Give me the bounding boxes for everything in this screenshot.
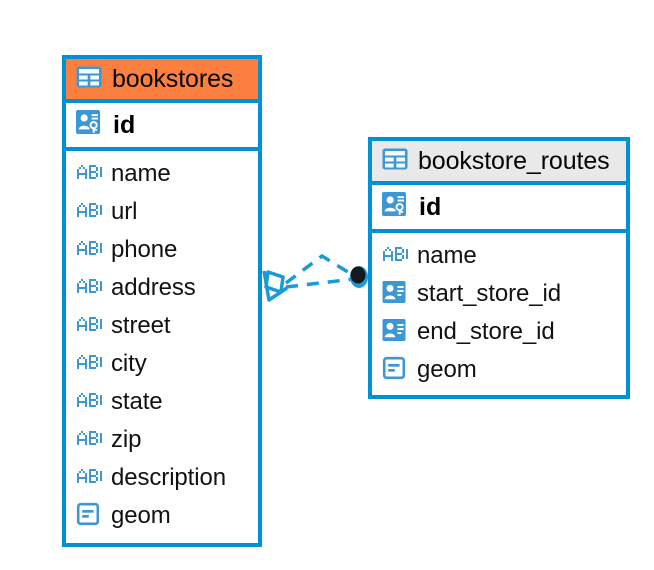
text-abc-icon <box>76 354 107 374</box>
field-label: phone <box>111 236 178 263</box>
entity-title: bookstores <box>112 64 234 93</box>
field-label: zip <box>111 426 142 453</box>
foreign-key-icon <box>382 318 408 347</box>
entity-bookstore-routes[interactable]: bookstore_routes id <box>368 137 630 399</box>
field-label: start_store_id <box>417 280 562 307</box>
field-row-start-store-id[interactable]: start_store_id <box>372 275 626 313</box>
field-row-phone[interactable]: phone <box>66 231 258 269</box>
field-label: state <box>111 388 163 415</box>
field-label: id <box>113 110 136 139</box>
field-label: address <box>111 274 196 301</box>
field-row-name[interactable]: name <box>66 155 258 193</box>
entity-title: bookstore_routes <box>418 146 610 175</box>
text-abc-icon <box>76 392 107 412</box>
field-row-url[interactable]: url <box>66 193 258 231</box>
entity-bookstores[interactable]: bookstores id <box>62 55 262 547</box>
field-label: city <box>111 350 147 377</box>
field-row-street[interactable]: street <box>66 307 258 345</box>
field-label: geom <box>417 356 477 383</box>
text-abc-icon <box>76 202 107 222</box>
field-label: description <box>111 464 226 491</box>
field-row-primary-key[interactable]: id <box>372 185 626 233</box>
field-row-primary-key[interactable]: id <box>66 103 258 151</box>
table-icon <box>76 66 102 93</box>
field-label: geom <box>111 502 171 529</box>
field-label: name <box>111 160 171 187</box>
field-list: name start_store_id <box>372 233 626 395</box>
foreign-key-icon <box>382 280 408 309</box>
relationship-line-upper <box>284 253 357 285</box>
field-label: id <box>419 192 442 221</box>
field-row-address[interactable]: address <box>66 269 258 307</box>
text-abc-icon <box>382 246 413 266</box>
field-list: name <box>66 151 258 541</box>
field-row-zip[interactable]: zip <box>66 421 258 459</box>
field-row-geom[interactable]: geom <box>66 497 258 535</box>
text-abc-icon <box>76 316 107 336</box>
field-row-geom[interactable]: geom <box>372 351 626 389</box>
field-label: end_store_id <box>417 318 555 345</box>
field-label: name <box>417 242 477 269</box>
field-label: url <box>111 198 138 225</box>
text-abc-icon <box>76 430 107 450</box>
geometry-icon <box>76 502 102 531</box>
primary-key-icon <box>382 191 410 223</box>
field-row-description[interactable]: description <box>66 459 258 497</box>
field-row-state[interactable]: state <box>66 383 258 421</box>
field-row-city[interactable]: city <box>66 345 258 383</box>
primary-key-icon <box>76 109 104 141</box>
text-abc-icon <box>76 164 107 184</box>
field-label: street <box>111 312 171 339</box>
field-row-name[interactable]: name <box>372 237 626 275</box>
geometry-icon <box>382 356 408 385</box>
text-abc-icon <box>76 240 107 260</box>
text-abc-icon <box>76 468 107 488</box>
entity-header-bookstores[interactable]: bookstores <box>66 59 258 103</box>
entity-header-bookstore-routes[interactable]: bookstore_routes <box>372 141 626 185</box>
crows-foot-diamond-marker <box>262 270 288 302</box>
field-row-end-store-id[interactable]: end_store_id <box>372 313 626 351</box>
filled-circle-marker <box>350 266 368 288</box>
text-abc-icon <box>76 278 107 298</box>
table-icon <box>382 148 408 175</box>
relationship-line-lower <box>285 277 355 289</box>
